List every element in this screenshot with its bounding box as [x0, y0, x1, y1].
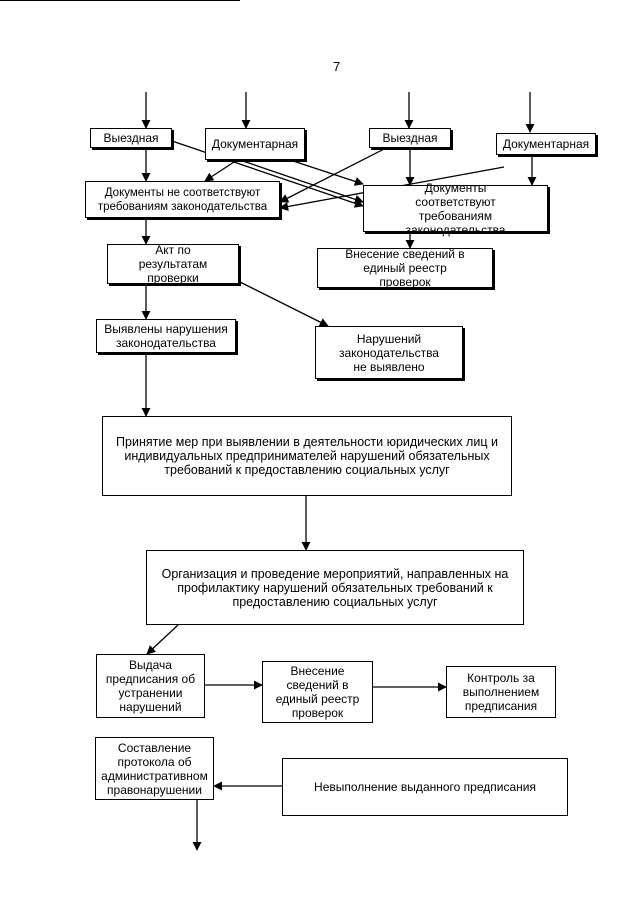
node-registry-1: Внесение сведений в единый реестр провер… — [317, 247, 493, 289]
node-order: Выдача предписания об устранении нарушен… — [96, 654, 205, 718]
top-rule — [0, 0, 240, 1]
node-vyezdnaya-2: Выездная — [369, 128, 451, 148]
arrow-d1-notok — [204, 159, 238, 182]
node-docs-ok: Документы соответствуют требованиям зако… — [363, 181, 548, 237]
node-violations-found: Выявлены нарушения законодательства — [96, 319, 236, 353]
node-non-compliance: Невыполнение выданного предписания — [282, 758, 568, 816]
node-docs-not-ok: Документы не соответствуют требованиям з… — [85, 181, 280, 218]
arrow-act-noviolations — [235, 279, 329, 327]
node-control: Контроль за выполнением предписания — [446, 666, 556, 718]
node-protocol: Составление протокола об административно… — [95, 737, 214, 800]
node-act: Акт по результатам проверки — [107, 243, 239, 285]
node-dokumentarnaya-1: Документарная — [205, 128, 305, 160]
arrow-d1-ok2 — [289, 159, 364, 186]
node-vyezdnaya-1: Выездная — [90, 128, 172, 148]
arrow-v2-notok — [279, 146, 389, 203]
node-dokumentarnaya-2: Документарная — [496, 133, 596, 155]
node-no-violations: Нарушений законодательства не выявлено — [315, 326, 463, 379]
arrow-d1-ok1 — [239, 159, 364, 204]
node-measures: Принятие мер при выявлении в деятельност… — [102, 416, 512, 496]
arrow-v1-ok — [171, 140, 364, 208]
node-registry-2: Внесение сведений в единый реестр провер… — [262, 661, 373, 723]
page-number: 7 — [333, 59, 341, 74]
node-prevention: Организация и проведение мероприятий, на… — [146, 550, 524, 625]
arrow-prevention-order — [146, 624, 179, 655]
